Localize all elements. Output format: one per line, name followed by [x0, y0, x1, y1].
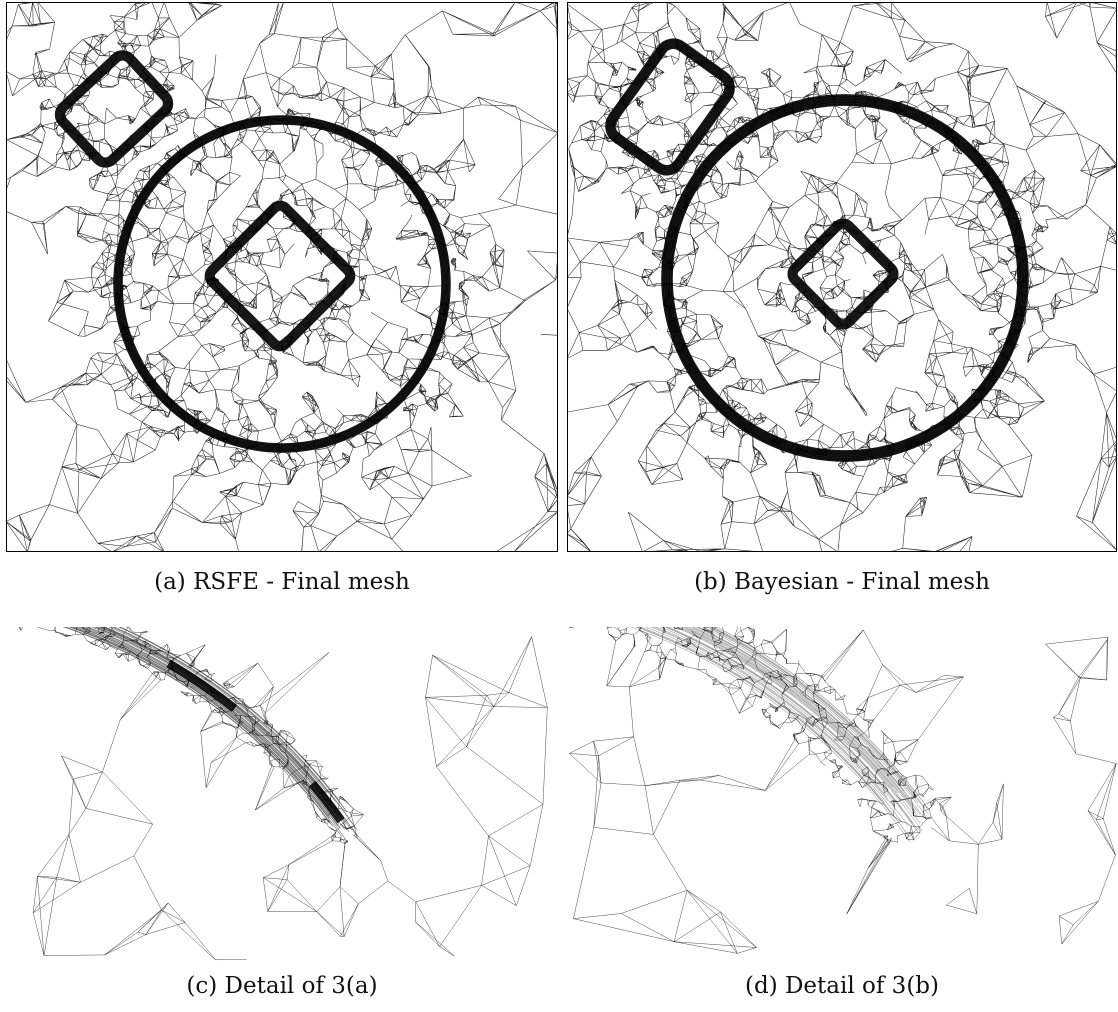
refined-square-band [607, 40, 733, 174]
refined-square-band [611, 44, 729, 170]
refined-ring-band [120, 122, 444, 446]
refined-ring-band [113, 115, 451, 453]
rsfe-mesh-image [6, 2, 558, 552]
refined-ring-band [117, 119, 447, 449]
refined-ring-band [664, 97, 1026, 459]
panel-a-rsfe-final-mesh [6, 2, 558, 552]
refined-square-band [208, 204, 352, 348]
refined-square-band [787, 218, 899, 330]
refined-square-band [206, 202, 354, 350]
refined-ring-band [665, 98, 1025, 458]
refined-ring-band [669, 102, 1021, 454]
refined-square-band [613, 46, 727, 168]
rsfe-detail-image [18, 627, 548, 961]
refined-ring-band [667, 100, 1023, 456]
caption-c: (c) Detail of 3(a) [186, 973, 378, 999]
panel-c-detail-rsfe [6, 627, 558, 961]
refined-ring-band [670, 103, 1020, 453]
refined-ring-band [119, 121, 445, 447]
refined-square-band [210, 206, 350, 346]
bayesian-detail-image [569, 627, 1117, 954]
refined-square-band [605, 38, 735, 176]
refined-square-band [58, 54, 170, 164]
stretched-elements [629, 627, 929, 843]
refined-square-band [212, 208, 348, 344]
mesh-edges [18, 627, 548, 961]
refined-ring-band [118, 120, 446, 448]
refined-ring-band [661, 94, 1029, 462]
refined-square-band [795, 226, 891, 322]
refined-square-band [54, 50, 174, 168]
panel-b-bayesian-final-mesh [567, 2, 1117, 552]
caption-a: (a) RSFE - Final mesh [154, 569, 410, 595]
refined-ring-band [115, 117, 449, 451]
refined-square-band [609, 42, 731, 172]
stretched-elements [62, 627, 358, 843]
refined-square-band [793, 224, 893, 324]
mesh-edges [567, 2, 1117, 552]
caption-b: (b) Bayesian - Final mesh [694, 569, 990, 595]
caption-d: (d) Detail of 3(b) [745, 973, 939, 999]
refined-square-band [204, 200, 356, 352]
dense-cluster [166, 659, 345, 824]
refined-square-band [62, 58, 166, 160]
refined-ring-band [114, 116, 450, 452]
bayesian-mesh-image [567, 2, 1117, 552]
refined-square-band [60, 56, 168, 162]
refined-square-band [789, 220, 897, 328]
refined-ring-band [662, 95, 1028, 461]
mesh-edges [569, 627, 1117, 954]
refined-square-band [791, 222, 895, 326]
panel-d-detail-bayesian [567, 627, 1117, 961]
refined-square-band [56, 52, 172, 166]
